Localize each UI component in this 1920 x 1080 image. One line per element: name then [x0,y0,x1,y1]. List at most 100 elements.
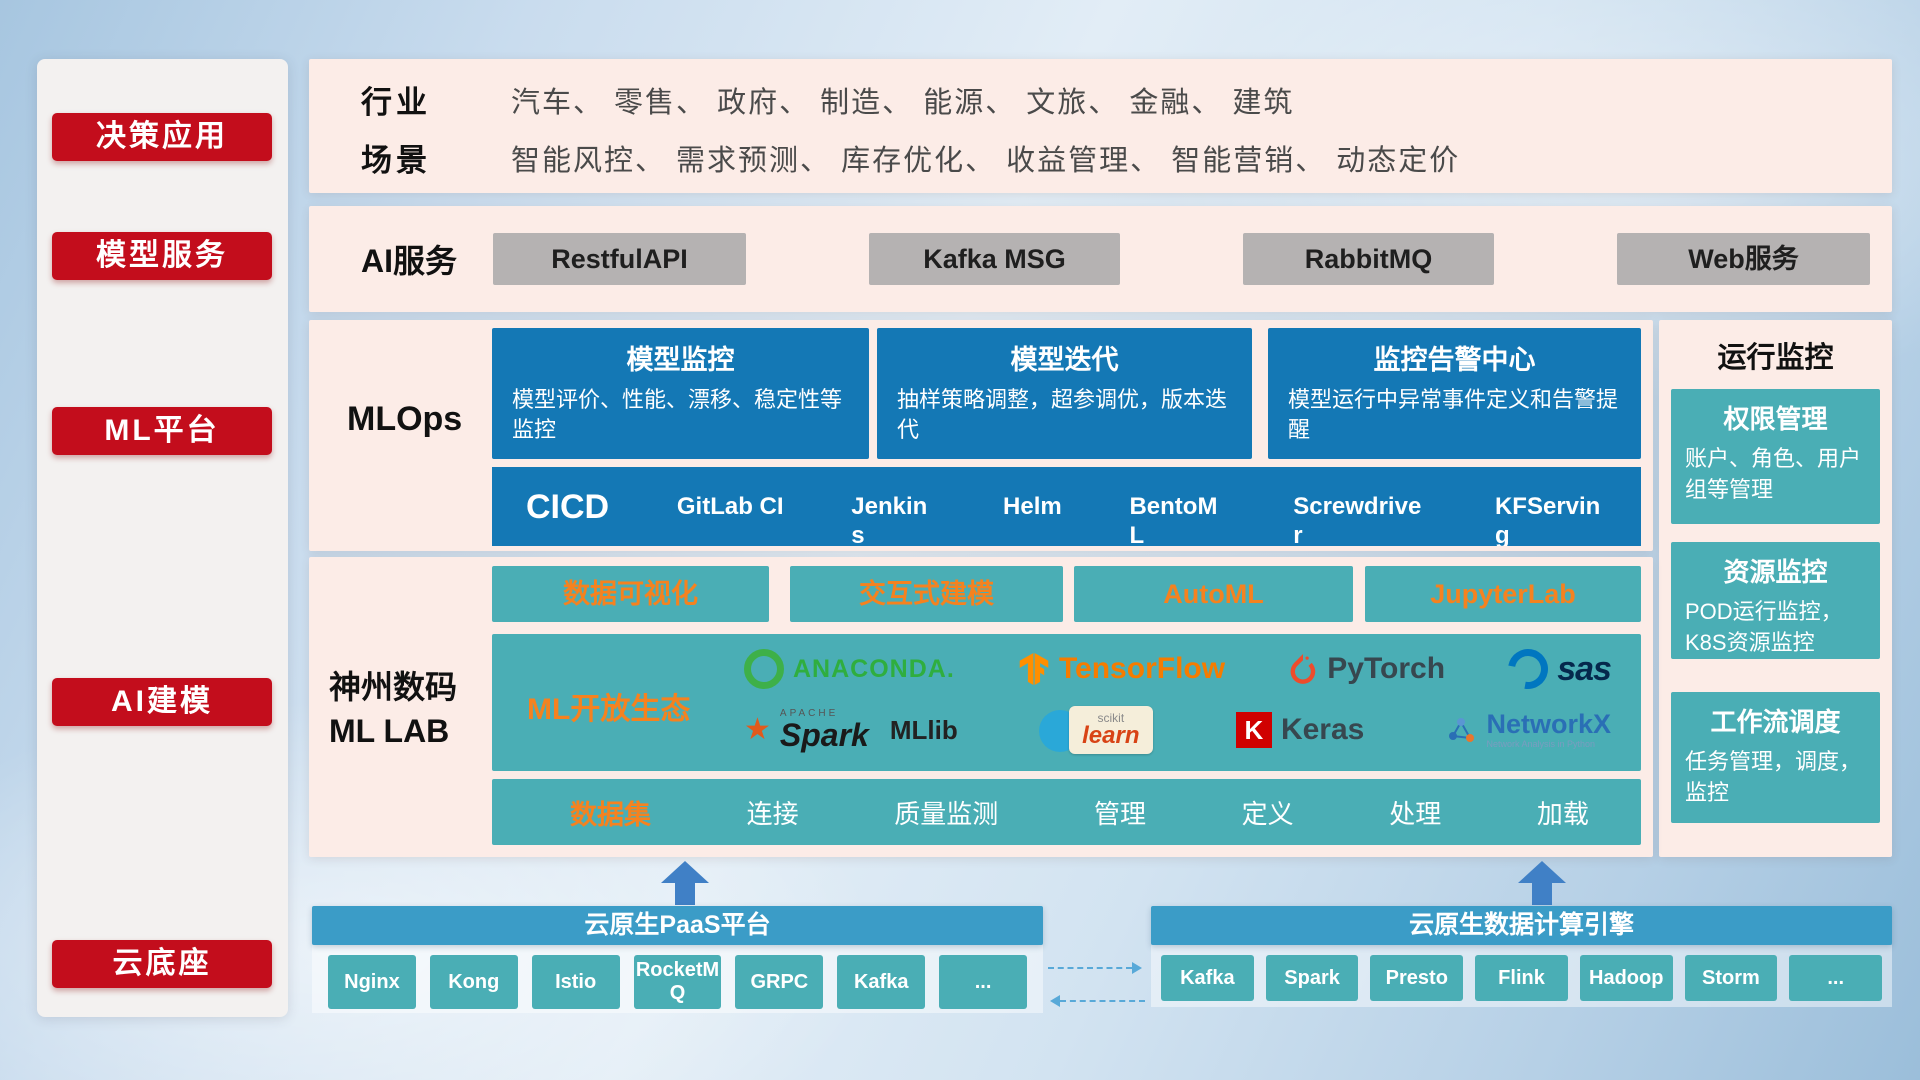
card-title: 权限管理 [1723,404,1828,434]
mlops-label: MLOps [347,400,463,438]
card-desc: 抽样策略调整，超参调优，版本迭代 [897,387,1228,442]
mlops-card-model-iteration: 模型迭代 抽样策略调整，超参调优，版本迭代 [877,328,1252,459]
industry-section: 行业 汽车、 零售、 政府、 制造、 能源、 文旅、 金融、 建筑 场景 智能风… [309,59,1892,193]
ecosystem-logo-row: ANACONDA. TensorFlow PyTorch sas [722,641,1633,697]
tool-button-interactive-modeling[interactable]: 交互式建模 [790,566,1063,622]
sas-text: sas [1557,649,1612,688]
sidebar-item-cloud-base[interactable]: 云底座 [52,940,272,988]
scikit-text: scikit [1097,711,1125,725]
keras-logo: K Keras [1235,712,1365,748]
pytorch-text: PyTorch [1327,652,1446,685]
service-button-kafka-msg[interactable]: Kafka MSG [869,233,1120,285]
spark-star-icon: ★ [744,713,771,746]
paas-chip-more[interactable]: ... [939,955,1028,1009]
keras-icon: K [1235,712,1272,748]
scikit-learn-badge: scikit learn [1068,706,1153,754]
networkx-logo: NetworkX Network Analysis in Python [1445,710,1611,750]
engine-chip-spark[interactable]: Spark [1265,955,1359,1001]
scenario-row: 场景 智能风控、 需求预测、 库存优化、 收益管理、 智能营销、 动态定价 [361,135,1460,180]
networkx-text: NetworkX [1486,709,1611,740]
pytorch-icon [1290,654,1316,684]
paas-chip-rocketmq[interactable]: RocketMQ [633,955,722,1009]
cicd-bar: CICD GitLab CI Jenkins Helm BentoML Scre… [492,467,1641,546]
paas-chip-grpc[interactable]: GRPC [735,955,824,1009]
networkx-icon [1449,717,1475,742]
engine-chip-more[interactable]: ... [1789,955,1883,1001]
card-title: 模型监控 [626,345,735,375]
paas-chip-row: Nginx Kong Istio RocketMQ GRPC Kafka ... [312,955,1043,1009]
scenario-label: 场景 [361,143,431,178]
card-desc: POD运行监控，K8S资源监控 [1685,599,1843,655]
paas-chip-nginx[interactable]: Nginx [328,955,416,1009]
networkx-wordmark: NetworkX Network Analysis in Python [1486,710,1611,750]
keras-text: Keras [1280,713,1365,746]
up-arrow-left-body [675,882,695,905]
card-title: 资源监控 [1723,557,1828,587]
card-desc: 模型运行中异常事件定义和告警提醒 [1288,387,1619,442]
tensorflow-text: TensorFlow [1058,652,1226,685]
anaconda-text: ANACONDA. [793,654,955,683]
run-monitoring-title: 运行监控 [1717,342,1834,374]
pytorch-logo: PyTorch [1288,652,1445,686]
sidebar-item-decision-apps[interactable]: 决策应用 [52,113,272,161]
ai-service-section: AI服务 RestfulAPI Kafka MSG RabbitMQ Web服务 [309,206,1892,312]
engine-chip-kafka[interactable]: Kafka [1161,955,1254,1001]
tensorflow-icon [1019,653,1049,685]
sidebar-item-ai-modeling[interactable]: AI建模 [52,678,272,726]
apache-spark-logo: ★ APACHE Spark MLlib [744,709,958,753]
up-arrow-left [661,861,709,883]
engine-chip-storm[interactable]: Storm [1684,955,1778,1001]
paas-chip-kong[interactable]: Kong [429,955,518,1009]
industry-row: 行业 汽车、 零售、 政府、 制造、 能源、 文旅、 金融、 建筑 [361,77,1294,122]
monitor-card-resources: 资源监控 POD运行监控，K8S资源监控 [1671,542,1880,659]
paas-bar: 云原生PaaS平台 [312,906,1043,945]
tensorflow-logo: TensorFlow [1018,652,1225,686]
dataset-item-manage: 管理 [1093,798,1146,829]
cicd-item-gitlab-ci: GitLab CI [676,493,784,520]
engine-chip-hadoop[interactable]: Hadoop [1579,955,1673,1001]
sas-icon [1500,641,1557,697]
cicd-item-helm: Helm [1003,493,1062,520]
paas-chip-kafka[interactable]: Kafka [837,955,926,1009]
up-arrow-right [1518,861,1566,883]
service-button-restfulapi[interactable]: RestfulAPI [493,233,746,285]
dataset-item-quality: 质量监测 [894,798,999,829]
service-button-web[interactable]: Web服务 [1617,233,1870,285]
ai-service-label: AI服务 [361,243,458,279]
dataset-item-load: 加载 [1536,798,1589,829]
monitor-card-permissions: 权限管理 账户、角色、用户组等管理 [1671,389,1880,524]
ml-ecosystem-label: ML开放生态 [527,693,691,726]
cicd-item-bentoml: BentoML [1129,493,1218,546]
monitor-card-workflow: 工作流调度 任务管理，调度，监控 [1671,692,1880,823]
dataset-label: 数据集 [570,799,651,830]
service-button-rabbitmq[interactable]: RabbitMQ [1243,233,1494,285]
up-arrow-right-body [1532,882,1552,905]
paas-chip-istio[interactable]: Istio [531,955,620,1009]
engine-chip-flink[interactable]: Flink [1475,955,1568,1001]
sas-logo: sas [1500,641,1612,697]
mllab-section: 神州数码 ML LAB 数据可视化 交互式建模 AutoML JupyterLa… [309,557,1653,857]
scenario-list: 智能风控、 需求预测、 库存优化、 收益管理、 智能营销、 动态定价 [511,144,1461,177]
networkx-subtitle: Network Analysis in Python [1486,738,1596,749]
engine-chip-row: Kafka Spark Presto Flink Hadoop Storm ..… [1151,955,1892,1001]
mllib-text: MLlib [889,714,958,745]
spark-wordmark: APACHE Spark [779,709,869,753]
ml-ecosystem-box: ML开放生态 ANACONDA. TensorFlow PyTorch [492,634,1641,771]
dataset-item-define: 定义 [1241,798,1294,829]
cicd-item-screwdriver: Screwdriver [1293,493,1422,546]
engine-chip-presto[interactable]: Presto [1370,955,1464,1001]
engine-bar: 云原生数据计算引擎 [1151,906,1892,945]
spark-text: Spark [779,717,869,753]
sidebar-item-model-service[interactable]: 模型服务 [52,232,272,280]
dataset-bar: 数据集 连接 质量监测 管理 定义 处理 加载 [492,779,1641,845]
sidebar-item-ml-platform[interactable]: ML平台 [52,407,272,455]
dataset-item-process: 处理 [1389,798,1442,829]
tool-button-data-visualization[interactable]: 数据可视化 [492,566,769,622]
card-desc: 账户、角色、用户组等管理 [1685,446,1862,502]
run-monitoring-column: 运行监控 权限管理 账户、角色、用户组等管理 资源监控 POD运行监控，K8S资… [1659,320,1892,857]
tool-button-jupyterlab[interactable]: JupyterLab [1365,566,1641,622]
tool-button-automl[interactable]: AutoML [1074,566,1353,622]
card-desc: 模型评价、性能、漂移、稳定性等监控 [512,387,843,442]
mllab-label-line1: 神州数码 [329,669,458,705]
left-sidebar: 决策应用 模型服务 ML平台 AI建模 云底座 [37,59,288,1017]
